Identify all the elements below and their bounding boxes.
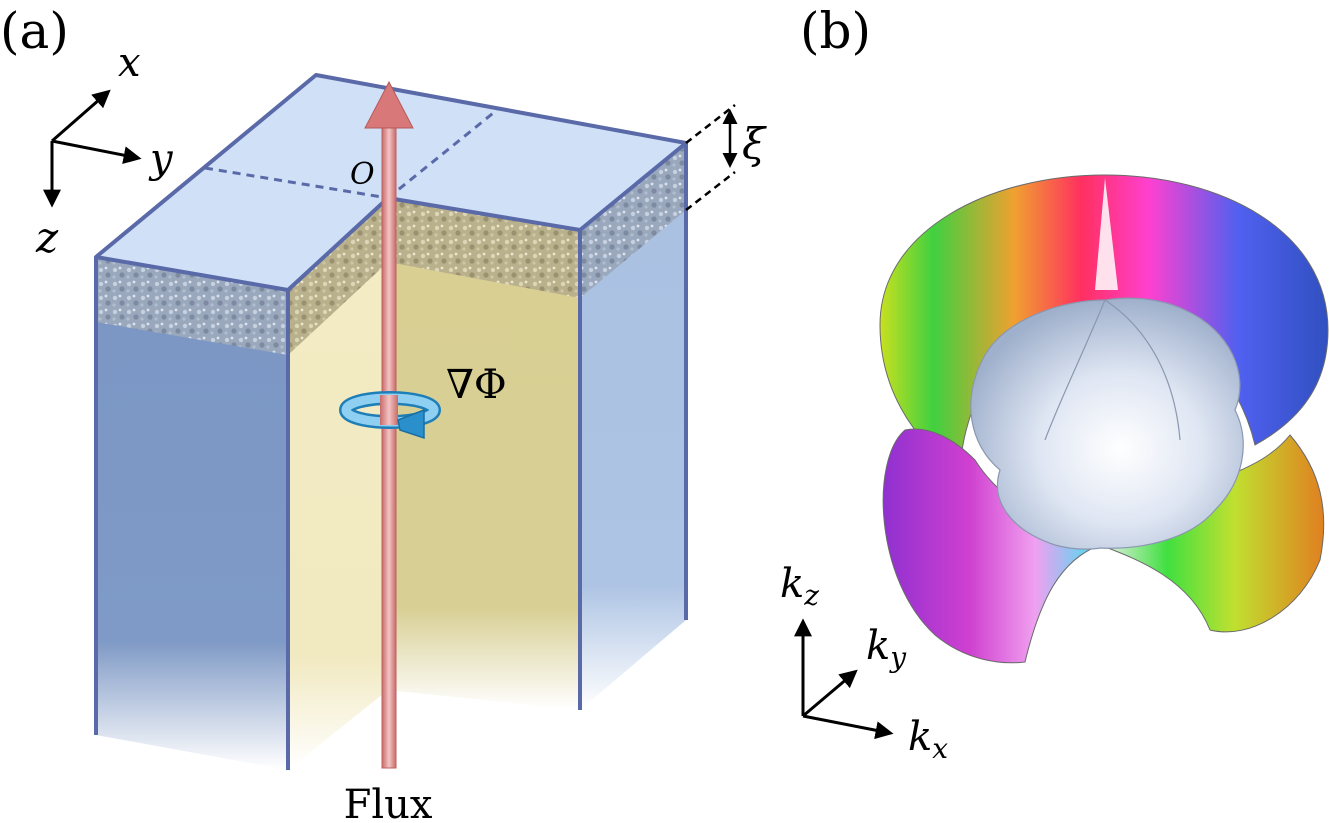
rotation-arrow [339,391,441,440]
depth-label: ξ [742,119,767,168]
x-axis-label: x [118,40,141,86]
vertical-edges [94,143,688,770]
flux-label: Flux [344,782,433,823]
ky-axis-label: ky [866,623,907,674]
gradient-label: ∇Φ [446,362,507,408]
y-axis-arrow [51,139,142,165]
x-axis-arrow [51,89,111,143]
y-axis-label: y [148,136,174,182]
panel-a-label: (a) [0,2,69,60]
origin-label: O [350,157,375,192]
panel-b: (b) kz ky kx [780,2,1329,765]
gap-surface-plot [879,174,1329,664]
inner-surface [970,297,1244,550]
panel-b-label: (b) [800,2,871,60]
inner-right-face [388,198,580,710]
dashed-guides [204,108,498,200]
lower-left-lobe [882,428,1102,664]
surface-layer-inner-left [288,198,388,355]
ky-axis-arrow [802,669,858,718]
z-axis-label: z [35,213,59,262]
surface-layer-left [96,257,288,355]
coordinate-axes [43,89,142,208]
flux-arrow [364,80,414,769]
surface-layer-right [580,143,686,298]
kx-axis-arrow [802,714,894,740]
kz-axis-label: kz [780,561,819,612]
left-face [96,257,288,770]
depth-indicator [685,104,738,211]
kx-axis-label: kx [908,714,948,765]
inner-left-face [288,198,388,770]
right-face [580,143,686,710]
panel-a: (a) x y z [0,2,767,823]
k-axes [794,618,894,740]
